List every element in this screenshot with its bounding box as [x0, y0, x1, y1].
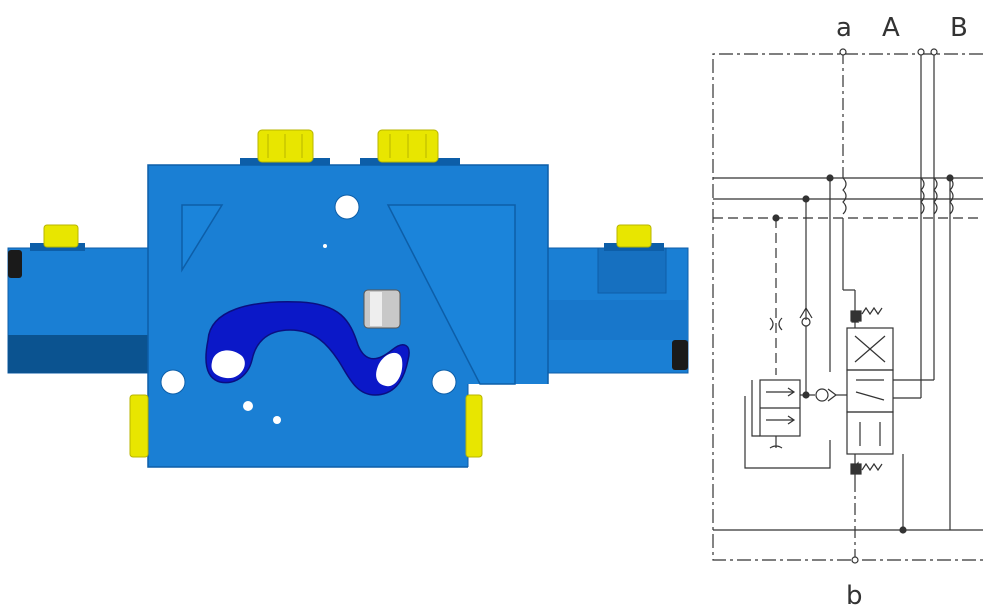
port-label-b: b [846, 581, 863, 610]
right-end-section [547, 247, 689, 374]
center-block [147, 164, 550, 470]
right-plug [672, 340, 688, 370]
port-label-A: A [882, 13, 900, 43]
bottom-fitting-right [465, 394, 483, 458]
left-cap-fitting [30, 224, 85, 251]
port-label-a: a [836, 13, 852, 43]
left-plug [8, 250, 22, 278]
bottom-fitting-left [129, 394, 149, 458]
hydraulic-schematic [712, 48, 983, 564]
left-end-section [7, 247, 151, 374]
top-fitting-left [240, 129, 330, 170]
top-fitting-right [360, 129, 460, 170]
s-cavity [205, 301, 410, 396]
right-cap-fitting [604, 224, 664, 251]
section-boundary [712, 53, 983, 561]
port-label-B: B [950, 13, 968, 43]
valve-3d-render [7, 129, 689, 470]
